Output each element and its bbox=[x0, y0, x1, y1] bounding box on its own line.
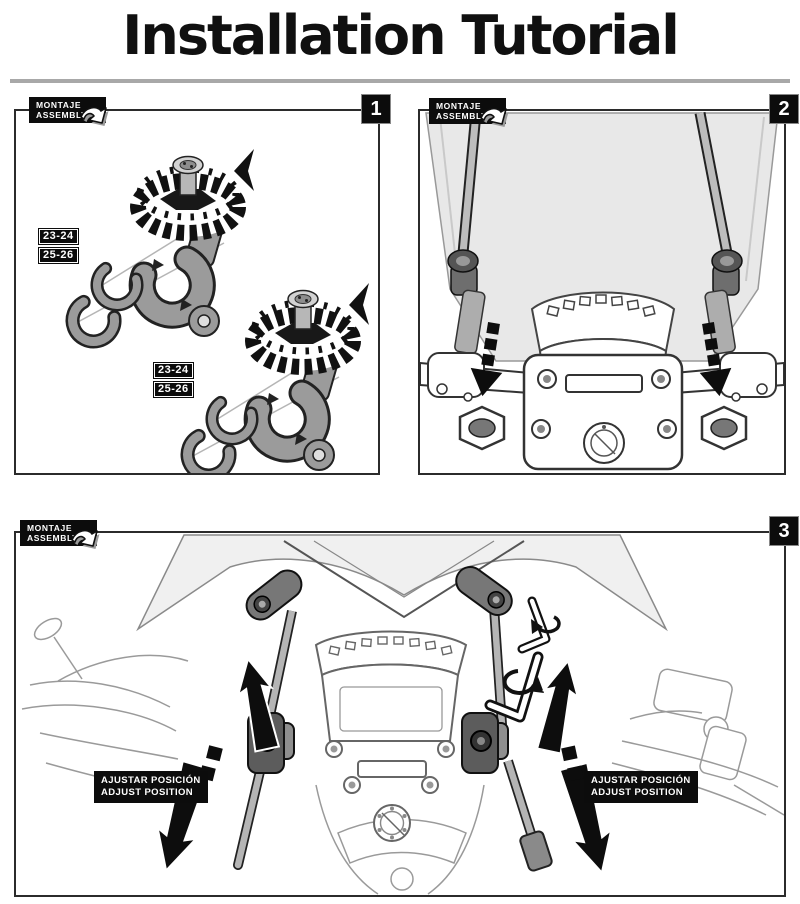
adjust-label-es: AJUSTAR POSICIÓN bbox=[101, 775, 201, 786]
assembly-badge-text-es: MONTAJE bbox=[436, 101, 482, 111]
handlebar-mounting-illustration bbox=[420, 111, 784, 471]
size-label-group-bottom: 23-24 25-26 bbox=[153, 362, 194, 398]
size-label: 23-24 bbox=[38, 228, 79, 245]
assembly-badge: MONTAJE ASSEMBLY bbox=[429, 98, 509, 127]
adjust-label-en: ADJUST POSITION bbox=[591, 787, 684, 798]
assembly-badge: MONTAJE ASSEMBLY bbox=[29, 97, 109, 126]
adjust-position-label-right: AJUSTAR POSICIÓN ADJUST POSITION bbox=[584, 771, 698, 803]
title-divider bbox=[10, 79, 790, 83]
adjust-label-es: AJUSTAR POSICIÓN bbox=[591, 775, 691, 786]
hex-key-large bbox=[484, 651, 544, 723]
assembly-badge-text-es: MONTAJE bbox=[27, 523, 73, 533]
assembly-badge: MONTAJE ASSEMBLY bbox=[20, 520, 100, 549]
size-label: 23-24 bbox=[153, 362, 194, 379]
step-number-badge-2: 2 bbox=[770, 95, 798, 123]
step-number-badge-1: 1 bbox=[362, 95, 390, 123]
page-title: Installation Tutorial bbox=[122, 4, 679, 67]
hex-key-small bbox=[517, 596, 551, 654]
panel-step3: MONTAJE ASSEMBLY 3 AJUSTAR POSICIÓN ADJU… bbox=[14, 517, 798, 897]
panel-step1: MONTAJE ASSEMBLY 1 23-24 25-26 23-24 25-… bbox=[14, 95, 390, 475]
panel-step2: MONTAJE ASSEMBLY 2 bbox=[418, 95, 798, 475]
assembly-badge-text-es: MONTAJE bbox=[36, 100, 82, 110]
assembly-badge-text-en: ASSEMBLY bbox=[36, 110, 88, 120]
turn-arrow-icon bbox=[71, 529, 100, 549]
assembly-badge-text-en: ASSEMBLY bbox=[27, 533, 79, 543]
size-label: 25-26 bbox=[38, 247, 79, 264]
step-number-badge-3: 3 bbox=[770, 517, 798, 545]
size-label-group-top: 23-24 25-26 bbox=[38, 228, 79, 264]
position-adjustment-illustration bbox=[21, 534, 784, 895]
assembly-badge-text-en: ASSEMBLY bbox=[436, 111, 488, 121]
clamp-assembly-illustration bbox=[16, 111, 378, 473]
size-label: 25-26 bbox=[153, 381, 194, 398]
adjust-label-en: ADJUST POSITION bbox=[101, 787, 194, 798]
turn-arrow-icon bbox=[480, 107, 509, 127]
adjust-position-label-left: AJUSTAR POSICIÓN ADJUST POSITION bbox=[94, 771, 208, 803]
turn-arrow-icon bbox=[80, 106, 109, 126]
